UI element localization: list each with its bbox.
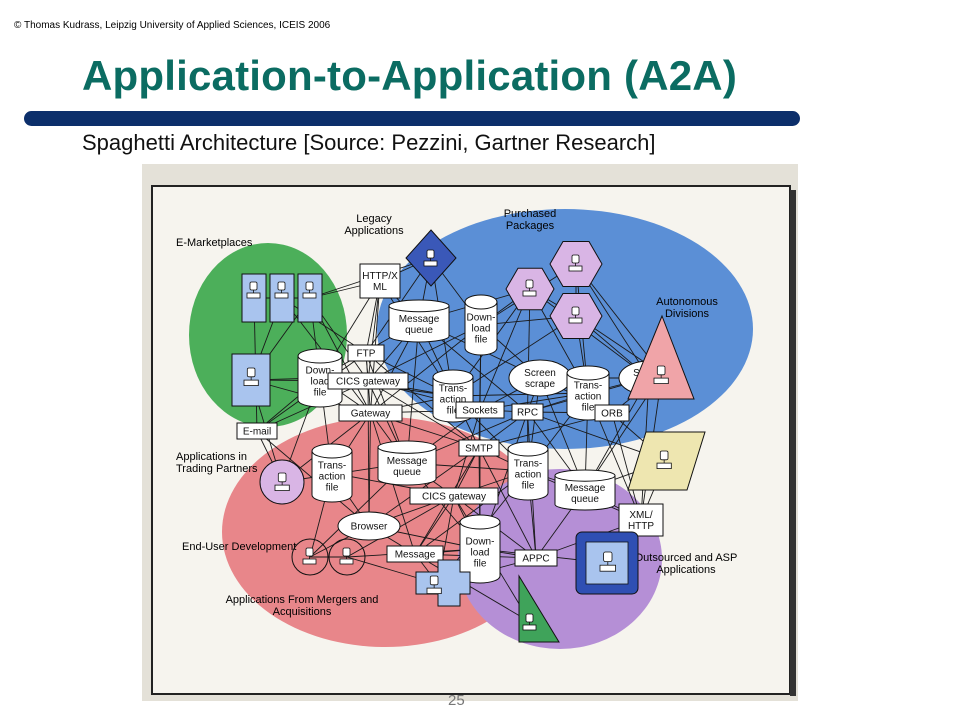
emarket-server-2 xyxy=(269,273,295,323)
mergers-cross-node xyxy=(415,559,471,607)
node-smtp: SMTP xyxy=(458,439,500,457)
node-email-label: E-mail xyxy=(243,427,271,438)
server-icon xyxy=(568,254,583,272)
node-cics1-label: CICS gateway xyxy=(336,377,400,388)
node-xmlhttp-label: XML/HTTP xyxy=(628,510,654,532)
server-icon xyxy=(339,547,354,565)
server-icon xyxy=(522,613,537,631)
end-user-circle-group xyxy=(291,538,366,576)
node-smtp-label: SMTP xyxy=(465,444,493,455)
node-appc-label: APPC xyxy=(522,554,549,565)
node-orb-label: ORB xyxy=(601,409,623,420)
emarket-server-4 xyxy=(231,353,271,407)
slide-title: Application-to-Application (A2A) xyxy=(82,52,738,99)
server-icon xyxy=(656,450,672,470)
node-gateway-label: Gateway xyxy=(351,409,390,420)
emarket-server-3 xyxy=(297,273,323,323)
node-sockets: Sockets xyxy=(455,401,505,419)
outsourced-square-node xyxy=(575,531,639,595)
node-appc: APPC xyxy=(514,549,558,567)
emarket-server-1 xyxy=(241,273,267,323)
outsourced-triangle-node xyxy=(518,574,560,643)
node-ftp: FTP xyxy=(347,344,385,362)
node-cics1: CICS gateway xyxy=(327,372,409,390)
node-browser: Browser xyxy=(337,511,401,541)
figure-shadow xyxy=(790,190,796,696)
page-number: 25 xyxy=(448,692,465,709)
autonomous-parallelogram-node xyxy=(627,431,706,491)
server-icon xyxy=(568,306,583,324)
server-icon xyxy=(302,281,317,299)
package-hexagon-3 xyxy=(549,293,603,339)
node-rpc: RPC xyxy=(511,403,544,421)
label-e-marketplaces: E-Marketplaces xyxy=(176,237,253,249)
server-icon xyxy=(302,547,317,565)
title-underline-bar xyxy=(24,111,800,126)
node-browser-label: Browser xyxy=(351,522,388,533)
package-hexagon-1 xyxy=(505,267,555,311)
server-icon xyxy=(426,575,442,595)
server-icon xyxy=(599,551,617,572)
server-icon xyxy=(423,249,438,267)
trading-partner-circle xyxy=(259,459,305,505)
node-orb: ORB xyxy=(594,404,630,422)
node-cics2-label: CICS gateway xyxy=(422,492,486,503)
copyright-notice: © Thomas Kudrass, Leipzig University of … xyxy=(14,20,331,31)
node-gateway: Gateway xyxy=(338,404,403,422)
server-icon xyxy=(246,281,261,299)
node-rpc-label: RPC xyxy=(517,408,538,419)
slide-subtitle: Spaghetti Architecture [Source: Pezzini,… xyxy=(82,130,656,155)
autonomous-triangle-node xyxy=(627,314,695,400)
node-cics2: CICS gateway xyxy=(409,487,499,505)
legacy-diamond-node xyxy=(405,229,457,287)
node-xmlhttp: XML/HTTP xyxy=(618,503,664,537)
server-icon xyxy=(274,472,290,492)
server-icon xyxy=(522,279,537,297)
node-email: E-mail xyxy=(236,422,278,440)
label-end-user: End-User Development xyxy=(182,541,296,553)
region-outsourced xyxy=(458,469,662,649)
server-icon xyxy=(653,365,669,385)
node-message: Message xyxy=(386,545,444,563)
server-icon xyxy=(243,367,259,387)
node-message-label: Message xyxy=(395,550,436,561)
package-hexagon-2 xyxy=(549,241,603,287)
node-ftp-label: FTP xyxy=(357,349,376,360)
server-icon xyxy=(274,281,289,299)
node-sockets-label: Sockets xyxy=(462,406,498,417)
